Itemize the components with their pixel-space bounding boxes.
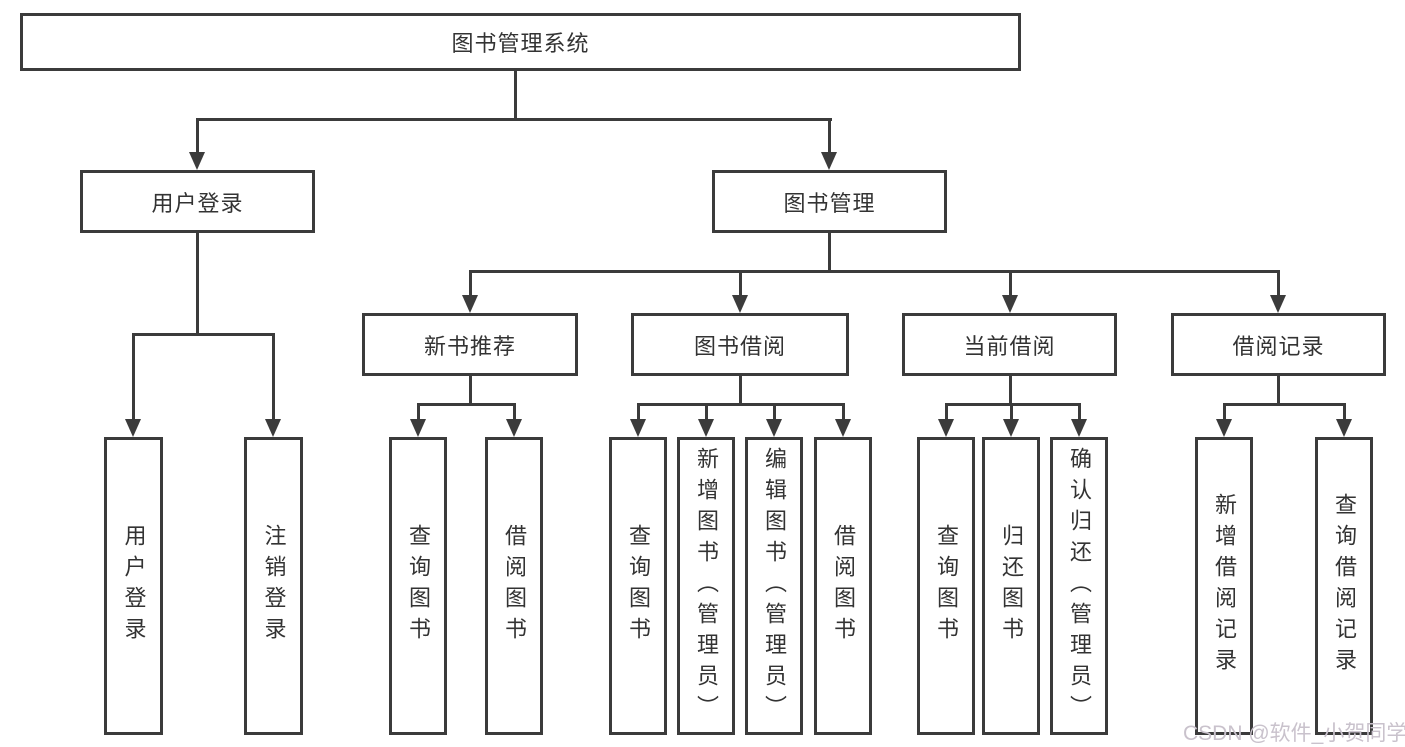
leaf-borrow-books-borrowing: 借阅图书 <box>814 437 872 735</box>
node-label: 图书管理系统 <box>451 31 590 56</box>
connector-stem <box>1009 376 1012 406</box>
node-library-system: 图书管理系统 <box>20 13 1021 71</box>
leaf-label: 借阅图书 <box>502 524 527 648</box>
arrowhead-down-icon <box>1071 419 1087 437</box>
connector-stem <box>1277 376 1280 406</box>
arrowhead-down-icon <box>1002 295 1018 313</box>
connector-drop <box>739 270 742 295</box>
arrowhead-down-icon <box>189 152 205 170</box>
connector-drop <box>469 270 472 295</box>
connector-drop <box>272 333 275 419</box>
connector-drop <box>196 118 199 153</box>
node-book-management: 图书管理 <box>712 170 947 233</box>
connector-drop <box>945 403 948 419</box>
arrowhead-down-icon <box>766 419 782 437</box>
connector-stem <box>196 233 199 336</box>
arrowhead-down-icon <box>938 419 954 437</box>
connector-drop <box>842 403 845 419</box>
leaf-label: 用户登录 <box>121 524 147 648</box>
node-user-login: 用户登录 <box>80 170 315 233</box>
arrowhead-down-icon <box>835 419 851 437</box>
leaf-label: 查询图书 <box>626 524 651 648</box>
arrowhead-down-icon <box>506 419 522 437</box>
connector-drop <box>1277 270 1280 295</box>
csdn-watermark: CSDN @软件_小贺同学 <box>1183 722 1405 745</box>
leaf-label: 查询图书 <box>934 524 959 648</box>
leaf-confirm-return-admin: 确认归还（管理员） <box>1050 437 1108 735</box>
leaf-add-borrow-record: 新增借阅记录 <box>1195 437 1253 735</box>
connector-split <box>132 333 274 336</box>
node-book-borrowing: 图书借阅 <box>631 313 849 376</box>
connector-drop <box>1343 403 1346 419</box>
leaf-logout: 注销登录 <box>244 437 303 735</box>
arrowhead-down-icon <box>1270 295 1286 313</box>
leaf-label: 编辑图书（管理员） <box>762 446 787 726</box>
connector-stem <box>514 70 517 120</box>
node-current-borrowing: 当前借阅 <box>902 313 1117 376</box>
arrowhead-down-icon <box>410 419 426 437</box>
connector-drop <box>1078 403 1081 419</box>
leaf-borrow-books-newbooks: 借阅图书 <box>485 437 543 735</box>
leaf-label: 查询借阅记录 <box>1332 493 1357 679</box>
node-label: 当前借阅 <box>963 333 1056 359</box>
arrowhead-down-icon <box>125 419 141 437</box>
connector-drop <box>417 403 420 419</box>
connector-drop <box>513 403 516 419</box>
connector-split <box>469 270 1280 273</box>
node-label: 图书借阅 <box>693 333 786 359</box>
connector-split <box>945 403 1081 406</box>
connector-drop <box>828 118 831 153</box>
leaf-edit-books-admin: 编辑图书（管理员） <box>745 437 803 735</box>
connector-drop <box>773 403 776 419</box>
leaf-label: 新增图书（管理员） <box>694 446 719 726</box>
arrowhead-down-icon <box>1216 419 1232 437</box>
leaf-label: 借阅图书 <box>831 524 856 648</box>
connector-split <box>417 403 516 406</box>
leaf-query-books-current: 查询图书 <box>917 437 975 735</box>
arrowhead-down-icon <box>462 295 478 313</box>
node-borrowing-records: 借阅记录 <box>1171 313 1386 376</box>
connector-split <box>637 403 845 406</box>
leaf-user-login: 用户登录 <box>104 437 163 735</box>
node-new-book-recommend: 新书推荐 <box>362 313 578 376</box>
node-label: 借阅记录 <box>1232 333 1325 359</box>
arrowhead-down-icon <box>630 419 646 437</box>
arrowhead-down-icon <box>698 419 714 437</box>
connector-stem <box>739 376 742 406</box>
arrowhead-down-icon <box>732 295 748 313</box>
arrowhead-down-icon <box>265 419 281 437</box>
leaf-return-books: 归还图书 <box>982 437 1040 735</box>
connector-drop <box>637 403 640 419</box>
leaf-query-books-newbooks: 查询图书 <box>389 437 447 735</box>
connector-split <box>1223 403 1345 406</box>
connector-drop <box>705 403 708 419</box>
connector-stem <box>469 376 472 406</box>
leaf-label: 新增借阅记录 <box>1212 493 1237 679</box>
leaf-label: 注销登录 <box>261 524 287 648</box>
connector-drop <box>1009 270 1012 295</box>
connector-drop <box>132 333 135 419</box>
leaf-label: 查询图书 <box>406 524 431 648</box>
connector-drop <box>1223 403 1226 419</box>
node-label: 图书管理 <box>783 190 876 216</box>
connector-stem <box>828 233 831 273</box>
leaf-label: 归还图书 <box>999 524 1024 648</box>
leaf-query-books-borrowing: 查询图书 <box>609 437 667 735</box>
connector-drop <box>1010 403 1013 419</box>
arrowhead-down-icon <box>821 152 837 170</box>
leaf-add-books-admin: 新增图书（管理员） <box>677 437 735 735</box>
leaf-query-borrow-record: 查询借阅记录 <box>1315 437 1373 735</box>
node-label: 新书推荐 <box>423 333 516 359</box>
connector-split <box>196 118 832 121</box>
arrowhead-down-icon <box>1003 419 1019 437</box>
leaf-label: 确认归还（管理员） <box>1067 446 1092 726</box>
arrowhead-down-icon <box>1336 419 1352 437</box>
node-label: 用户登录 <box>151 190 244 216</box>
